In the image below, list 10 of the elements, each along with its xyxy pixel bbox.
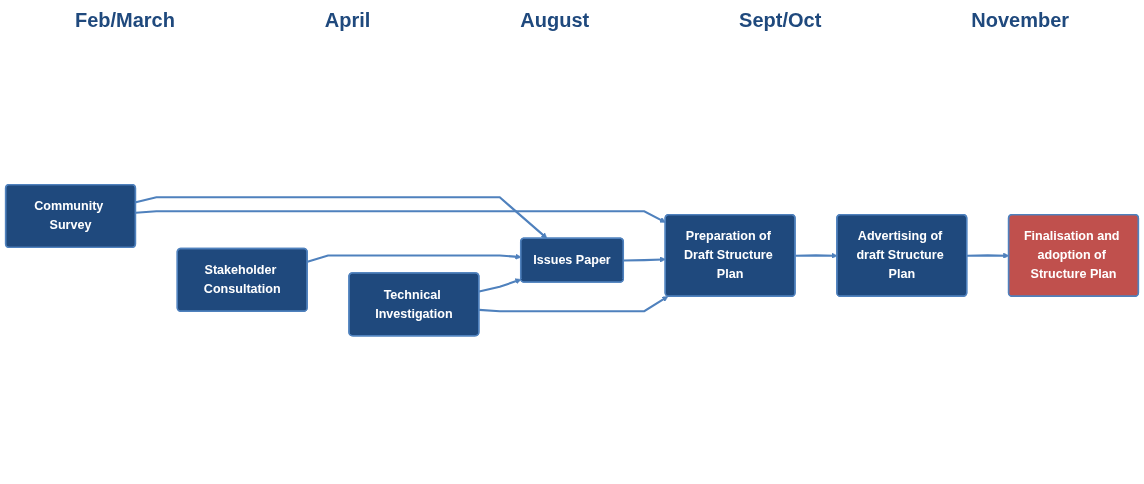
arrow — [135, 210, 666, 223]
column-heading: April — [324, 8, 371, 32]
arrow — [135, 196, 548, 239]
column-heading: November — [971, 8, 1070, 32]
column-heading: Feb/March — [74, 8, 175, 32]
arrow — [479, 296, 669, 313]
column-heading: Sept/Oct — [739, 8, 822, 32]
arrow — [478, 278, 522, 293]
arrow — [623, 256, 666, 263]
column-heading: August — [520, 8, 590, 32]
